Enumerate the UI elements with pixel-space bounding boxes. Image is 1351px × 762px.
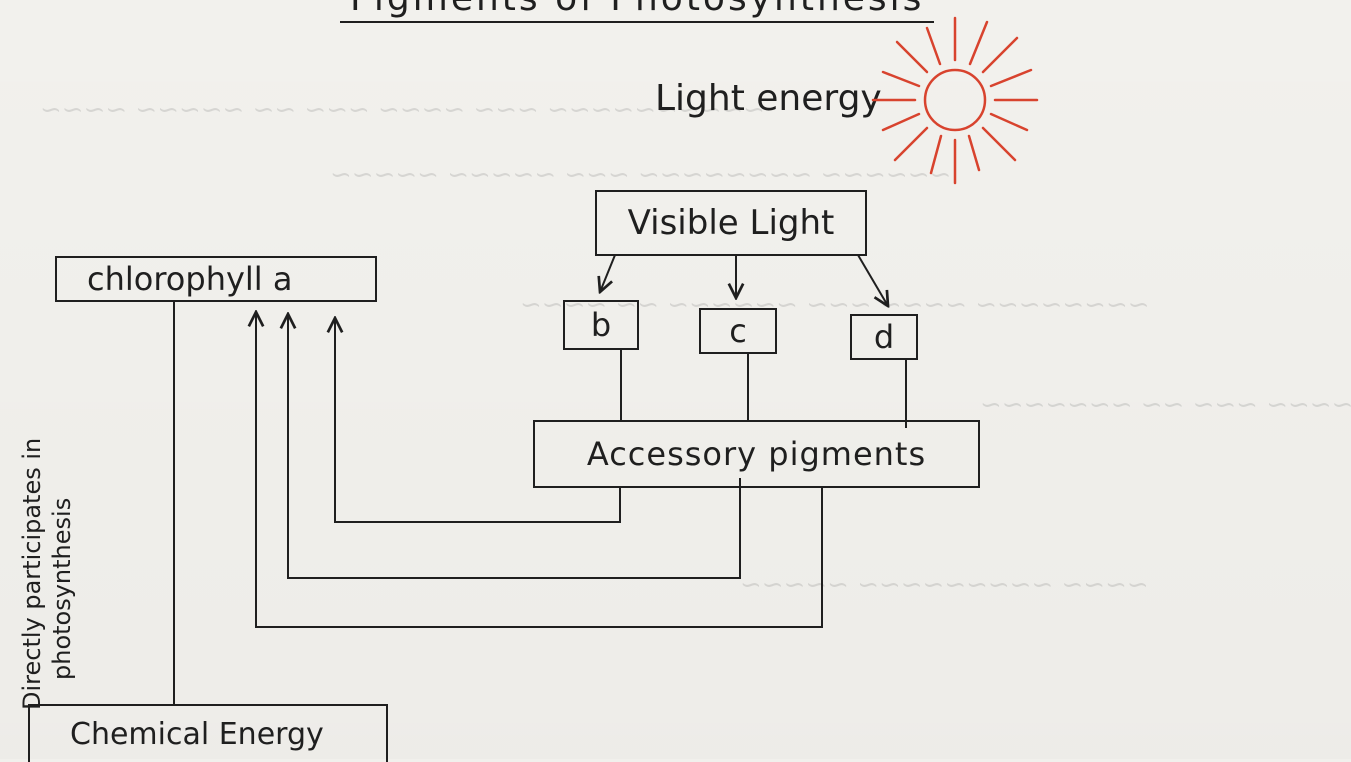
accessory-pigments-box: Accessory pigments <box>533 420 980 488</box>
chlorophyll-a-label: chlorophyll a <box>87 260 293 298</box>
visible-light-label: Visible Light <box>627 203 835 243</box>
chlorophyll-a-box: chlorophyll a <box>55 256 377 302</box>
pigment-b-label: b <box>590 306 612 344</box>
pigment-c-box: c <box>699 308 777 354</box>
visible-light-box: Visible Light <box>595 190 867 256</box>
side-label: Directly participates in photosynthesis <box>17 370 87 710</box>
light-energy-label: Light energy <box>655 78 882 119</box>
chemical-energy-label: Chemical Energy <box>70 716 324 752</box>
chemical-energy-box: Chemical Energy <box>28 704 388 762</box>
pigment-d-box: d <box>850 314 918 360</box>
diagram-title: Pigments of Photosynthesis <box>340 0 935 23</box>
pigment-b-box: b <box>563 300 639 350</box>
side-label-line1: Directly participates in <box>18 437 46 710</box>
side-label-line2: photosynthesis <box>48 497 76 680</box>
accessory-pigments-label: Accessory pigments <box>586 435 927 473</box>
sun-icon <box>871 16 1039 185</box>
pigment-c-label: c <box>729 312 747 350</box>
pigment-d-label: d <box>873 318 895 356</box>
